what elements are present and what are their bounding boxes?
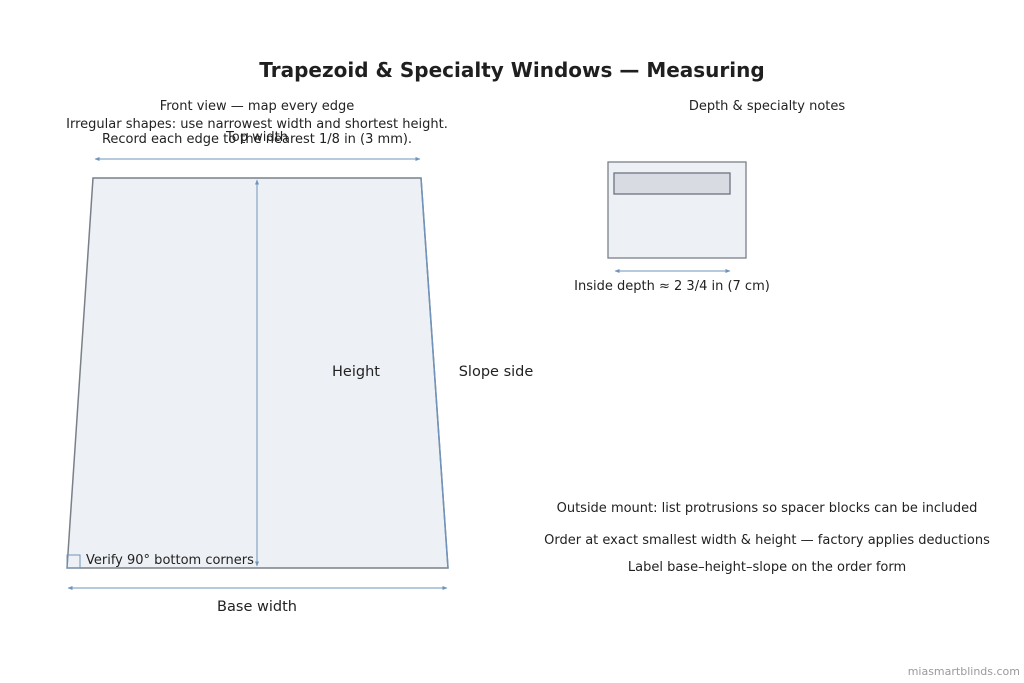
depth-rail (613, 172, 731, 195)
height-label: Height (332, 364, 380, 380)
corner-check-label: Verify 90° bottom corners (86, 553, 254, 568)
page-title: Trapezoid & Specialty Windows — Measurin… (259, 58, 765, 82)
watermark: miasmartblinds.com (907, 665, 1020, 678)
front-view-heading: Front view — map every edge (159, 99, 355, 114)
top-width-label: Top width (226, 130, 288, 145)
slope-edge (420, 177, 449, 569)
inside-depth-label: Inside depth ≈ 2 3/4 in (7 cm) (574, 279, 770, 294)
irregular-shapes-note: Irregular shapes: use narrowest width an… (66, 117, 448, 132)
note-outside-mount: Outside mount: list protrusions so space… (556, 501, 978, 516)
depth-panel-heading: Depth & specialty notes (688, 99, 846, 114)
base-width-label: Base width (217, 599, 297, 615)
corner-check-marker (66, 554, 81, 569)
note-order-exact: Order at exact smallest width & height —… (544, 533, 990, 548)
precision-note: Record each edge to the nearest 1/8 in (… (101, 132, 413, 147)
note-label-order-form: Label base–height–slope on the order for… (627, 560, 907, 575)
slope-side-label: Slope side (458, 364, 534, 380)
